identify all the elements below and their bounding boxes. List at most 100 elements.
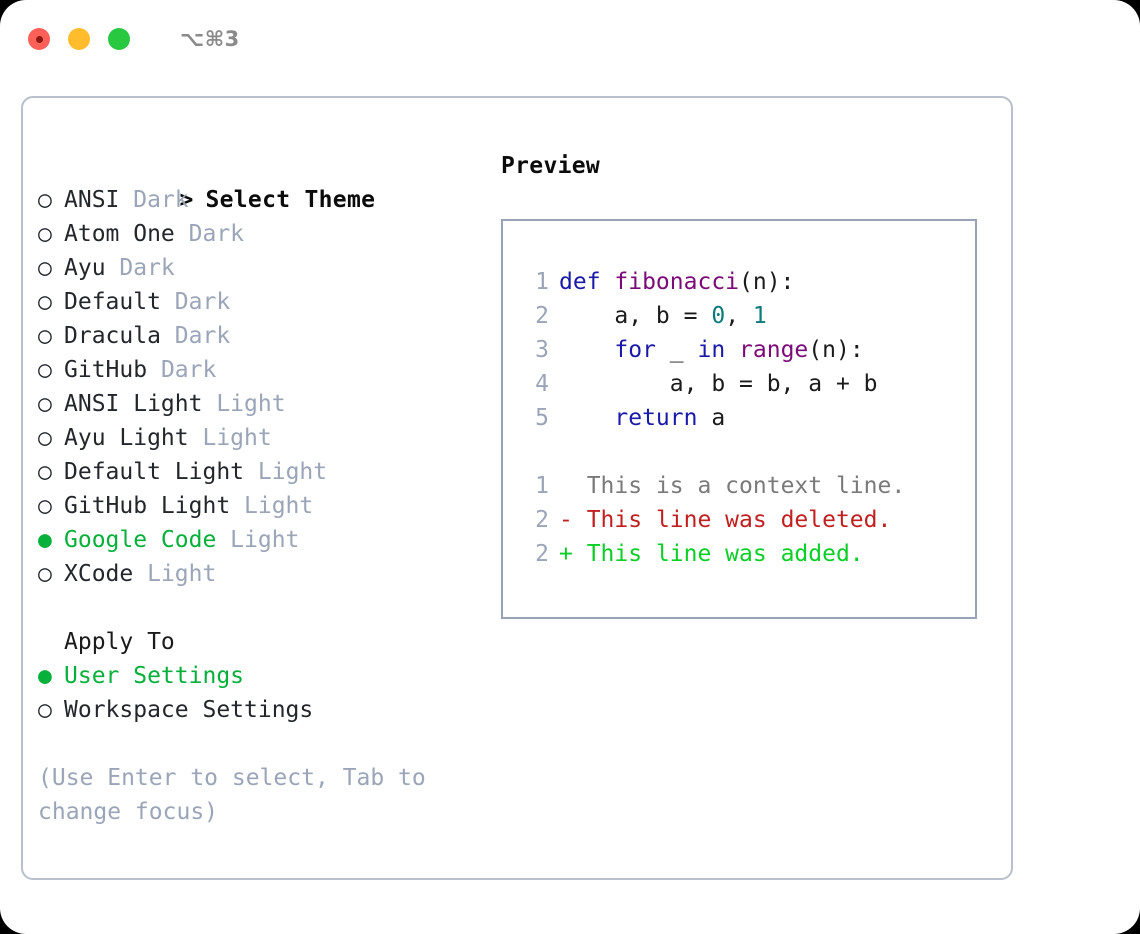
code-token: (n): — [808, 337, 864, 363]
radio-unselected-icon: ○ — [38, 391, 52, 417]
radio-unselected-icon: ○ — [38, 425, 52, 451]
line-number: 2 — [535, 541, 549, 567]
theme-option-label: Default Light — [64, 459, 258, 485]
code-diff-separator — [521, 435, 975, 469]
code-token: fibonacci — [614, 269, 740, 295]
line-number: 1 — [535, 269, 549, 295]
theme-option-kind: Dark — [174, 323, 231, 349]
diff-line: 2 + This line was added. — [521, 537, 975, 571]
theme-option-kind: Light — [216, 391, 286, 417]
code-token: range — [739, 337, 809, 363]
apply-to-option-label: Workspace Settings — [64, 697, 314, 723]
theme-option-dracula[interactable]: ○ Dracula Dark — [38, 319, 508, 353]
radio-unselected-icon: ○ — [38, 697, 52, 723]
theme-option-label: GitHub Light — [64, 493, 245, 519]
line-number: 2 — [535, 507, 549, 533]
theme-option-default-light[interactable]: ○Default Light Light — [38, 455, 508, 489]
radio-selected-icon: ● — [38, 663, 52, 689]
theme-option-label: XCode — [64, 561, 148, 587]
apply-to-option-workspace-settings[interactable]: ○ Workspace Settings — [38, 693, 508, 727]
zoom-button-icon[interactable] — [108, 28, 130, 50]
line-number: 2 — [535, 303, 549, 329]
radio-unselected-icon: ○ — [38, 323, 52, 349]
title-bar: ⌥⌘3 — [0, 0, 1140, 78]
code-token: in — [697, 337, 740, 363]
theme-option-label: ANSI — [64, 187, 134, 213]
theme-option-kind: Dark — [188, 221, 245, 247]
diff-sign: + — [559, 541, 573, 567]
theme-option-atom-one[interactable]: ○Atom One Dark — [38, 217, 508, 251]
theme-option-github[interactable]: ○ GitHub Dark — [38, 353, 508, 387]
theme-list-header: > Select Theme — [38, 149, 508, 213]
code-token: return — [559, 405, 712, 431]
line-number: 3 — [535, 337, 549, 363]
code-token: a — [711, 405, 726, 431]
preview-title: Preview — [501, 153, 601, 179]
theme-option-kind: Dark — [174, 289, 231, 315]
apply-to-header: Apply To — [64, 629, 175, 655]
diff-text: This is a context line. — [572, 473, 906, 499]
diff-line: 1 This is a context line. — [521, 469, 975, 503]
hint-spacer — [38, 727, 508, 761]
code-token: a, b = b, a + b — [559, 371, 878, 397]
theme-option-kind: Light — [230, 527, 300, 553]
theme-option-ansi[interactable]: ○ANSI Dark — [38, 183, 508, 217]
theme-option-kind: Light — [202, 425, 272, 451]
code-token: (n): — [739, 269, 795, 295]
theme-option-github-light[interactable]: ○ GitHub Light Light — [38, 489, 508, 523]
theme-list-column: >Select Theme ○ANSI Dark○Atom One Dark○A… — [38, 149, 508, 829]
radio-unselected-icon: ○ — [38, 187, 52, 213]
list-spacer — [38, 591, 508, 625]
prompt-caret-icon: > — [179, 187, 194, 213]
keyboard-hint-text: (Use Enter to select, Tab to change focu… — [38, 765, 426, 825]
line-number: 1 — [535, 473, 549, 499]
theme-option-label: Dracula — [64, 323, 175, 349]
code-line: 2 a, b = 0, 1 — [521, 299, 975, 333]
theme-list-header-label: Select Theme — [205, 187, 376, 213]
diff-sign: - — [559, 507, 573, 533]
theme-option-ayu-light[interactable]: ○Ayu Light Light — [38, 421, 508, 455]
radio-unselected-icon: ○ — [38, 561, 52, 587]
radio-unselected-icon: ○ — [38, 357, 52, 383]
code-token: a, b = — [559, 303, 712, 329]
radio-unselected-icon: ○ — [38, 289, 52, 315]
theme-option-label: Default — [64, 289, 175, 315]
theme-option-default[interactable]: ○ Default Dark — [38, 285, 508, 319]
theme-option-label: GitHub — [64, 357, 161, 383]
theme-option-ansi-light[interactable]: ○ ANSI Light Light — [38, 387, 508, 421]
code-token: for — [559, 337, 670, 363]
radio-unselected-icon: ○ — [38, 459, 52, 485]
diff-line: 2- This line was deleted. — [521, 503, 975, 537]
line-number: 5 — [535, 405, 549, 431]
theme-option-kind: Light — [244, 493, 314, 519]
code-token: _ — [669, 337, 698, 363]
code-token: , — [725, 303, 753, 329]
line-number: 4 — [535, 371, 549, 397]
theme-option-label: ANSI Light — [64, 391, 217, 417]
diff-text: This line was added. — [572, 541, 864, 567]
minimize-button-icon[interactable] — [68, 28, 90, 50]
code-line: 4 a, b = b, a + b — [521, 367, 975, 401]
code-token: 0 — [711, 303, 726, 329]
theme-option-ayu[interactable]: ○Ayu Dark — [38, 251, 508, 285]
theme-option-label: Google Code — [64, 527, 231, 553]
apply-to-option-user-settings[interactable]: ●User Settings — [38, 659, 508, 693]
radio-unselected-icon: ○ — [38, 221, 52, 247]
theme-option-kind: Dark — [160, 357, 217, 383]
traffic-light-buttons — [28, 28, 130, 50]
keyboard-shortcut-label: ⌥⌘3 — [180, 27, 240, 51]
theme-selector-panel: >Select Theme ○ANSI Dark○Atom One Dark○A… — [21, 96, 1013, 880]
theme-option-google-code[interactable]: ●Google Code Light — [38, 523, 508, 557]
theme-option-xcode[interactable]: ○XCode Light — [38, 557, 508, 591]
code-line: 3 for _ in range(n): — [521, 333, 975, 367]
radio-unselected-icon: ○ — [38, 493, 52, 519]
close-button-icon[interactable] — [28, 28, 50, 50]
theme-option-label: Ayu — [64, 255, 120, 281]
apply-to-option-list: ●User Settings ○ Workspace Settings — [38, 659, 508, 727]
diff-sign — [559, 473, 573, 499]
